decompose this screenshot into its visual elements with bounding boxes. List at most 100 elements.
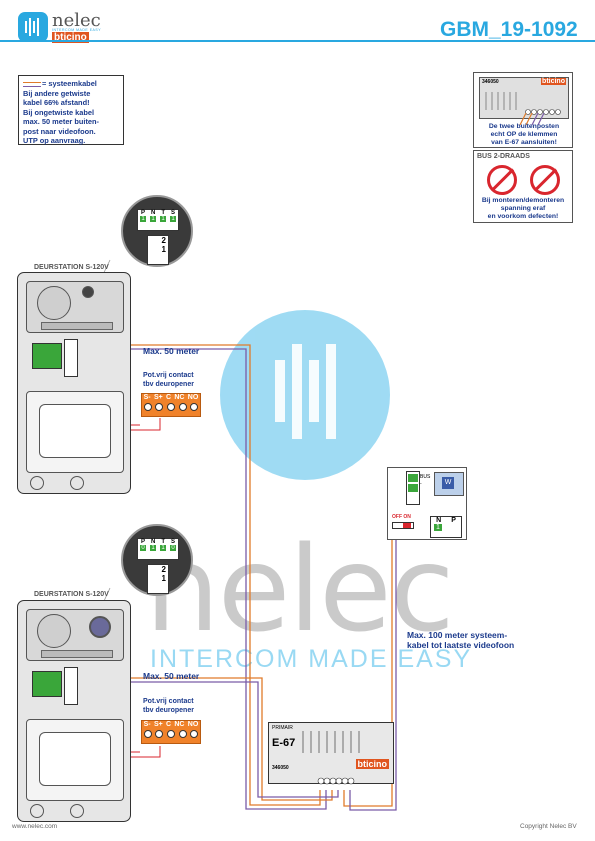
relay-screws [142, 730, 200, 738]
relay-term: C [166, 394, 172, 401]
watermark-circle [220, 310, 390, 480]
relay-term: NO [187, 394, 199, 401]
dip-value: 1 [160, 216, 166, 222]
videophone-cable-line: Max. 100 meter systeem- [407, 630, 508, 640]
note-line: post naar videofoon. [23, 126, 96, 136]
screw-icon [70, 804, 84, 818]
jumper-value: 1 [161, 574, 166, 583]
e67-brand: bticino [355, 759, 389, 769]
station2-label: DEURSTATION S-120V [34, 591, 109, 598]
power-supply-device: 346050 bticino [479, 77, 569, 119]
screw-icon [70, 476, 84, 490]
dip-value: 1 [160, 545, 166, 551]
monitor-screen-label: W [442, 477, 454, 489]
watermark-tagline: INTERCOM MADE EASY [150, 645, 473, 673]
power-note-line: De twee buitenposten [488, 123, 560, 130]
power-note-line: van E-67 aansluiten! [491, 139, 557, 146]
camera-icon [82, 286, 94, 298]
relay-term: NC [174, 394, 185, 401]
station2-speaker [26, 609, 124, 661]
dip-magnifier-1: P N T S 1 1 1 1 2 1 [121, 195, 193, 267]
dip-label: N [150, 539, 156, 545]
screw-icon [190, 403, 199, 411]
e67-primary-label: PRIMAIR [272, 725, 293, 731]
station1-cable-label: Max. 50 meter [143, 346, 200, 356]
bus-term-label: - [420, 481, 422, 487]
logo-name: nelec [52, 10, 101, 31]
station1-terminal-block [32, 343, 62, 369]
door-station-2 [17, 600, 131, 822]
screw-icon [155, 403, 164, 411]
station1-connector [64, 339, 78, 377]
bus-note-line: Bij monteren/demonteren [481, 197, 565, 204]
monitor-bus-terminal [406, 471, 420, 505]
jumper-2: 2 1 [147, 564, 169, 594]
dip-label: T [161, 539, 165, 545]
station1-relay-label: Pot.vrij contact tbv deuropener [143, 372, 194, 389]
bus-term-label: BUS [420, 474, 431, 480]
camera-icon [89, 616, 111, 638]
relay-label-line: tbv deuropener [143, 380, 194, 388]
power-supply-ribs-icon [485, 92, 561, 115]
speaker-icon [37, 286, 71, 320]
videophone-cable-label: Max. 100 meter systeem- kabel tot laatst… [407, 630, 514, 650]
header-divider [0, 40, 595, 42]
footer-copyright: Copyright Nelec BV [520, 823, 577, 830]
power-note: De twee buitenposten echt OP de klemmen … [476, 123, 572, 147]
dip-value: 0 [140, 545, 146, 551]
note-line: kabel 66% afstand! [23, 98, 90, 107]
e67-part-no: 346050 [272, 765, 289, 771]
note-line: max. 50 meter buiten- [23, 117, 99, 126]
no-plug-icon [487, 165, 517, 195]
door-station-1 [17, 272, 131, 494]
dip-label: P [140, 539, 145, 545]
bus-term-screw [408, 474, 418, 482]
cable-note: = systeemkabel Bij andere getwiste kabel… [18, 75, 124, 145]
dip-label: S [170, 539, 175, 545]
bus-warning-box: BUS 2-DRAADS Bij monteren/demonteren spa… [473, 150, 573, 223]
footer-website: www.nelec.com [12, 823, 58, 830]
station2-frame [26, 719, 124, 801]
e67-ribs-icon [302, 731, 360, 753]
bus-note-line: spanning eraf [500, 205, 546, 212]
videophone-cable-line: kabel tot laatste videofoon [407, 640, 515, 650]
dip-label: S [170, 210, 175, 216]
dip-value: 1 [150, 545, 156, 551]
watermark-word: nelec [145, 520, 455, 658]
screw-icon [30, 804, 44, 818]
dip-label: N [436, 517, 442, 524]
monitor-screen: W [434, 472, 464, 496]
e67-power-supply: PRIMAIR E-67 346050 bticino [268, 722, 394, 785]
screw-icon [30, 476, 44, 490]
station2-relay-label: Pot.vrij contact tbv deuropener [143, 698, 194, 715]
relay-term: S+ [153, 721, 163, 728]
switch-knob [403, 523, 411, 528]
relay-screws [142, 403, 200, 411]
screw-icon [178, 730, 187, 738]
no-power-icon [530, 165, 560, 195]
screw-icon [166, 403, 175, 411]
nelec-logo-icon [18, 12, 48, 42]
relay-label-line: tbv deuropener [143, 706, 194, 714]
relay-term: NO [187, 721, 199, 728]
bus-warning-note: Bij monteren/demonteren spanning eraf en… [474, 197, 572, 221]
screw-icon [178, 403, 187, 411]
screw-icon [143, 403, 152, 411]
note-line: UTP op aanvraag. [23, 136, 86, 145]
logo-brand: bticino [52, 32, 89, 43]
relay-term: S+ [153, 394, 163, 401]
jumper-value: 2 [161, 565, 166, 574]
dip-switch-2: P N T S 0 1 1 0 [137, 538, 179, 560]
power-brand: bticino [541, 78, 566, 85]
power-wires-icon [519, 113, 545, 125]
power-supply-box: 346050 bticino De twee buitenposten echt… [473, 72, 573, 148]
station1-speaker [26, 281, 124, 333]
dip-value: 1 [140, 216, 146, 222]
jumper-value: 1 [161, 245, 166, 254]
bus-note-line: en voorkom defecten! [487, 213, 559, 220]
e67-label: E-67 [272, 737, 296, 749]
speaker-icon [37, 614, 71, 648]
logo-tagline: INTERCOM MADE EASY [52, 28, 102, 32]
dip-label: T [161, 210, 165, 216]
